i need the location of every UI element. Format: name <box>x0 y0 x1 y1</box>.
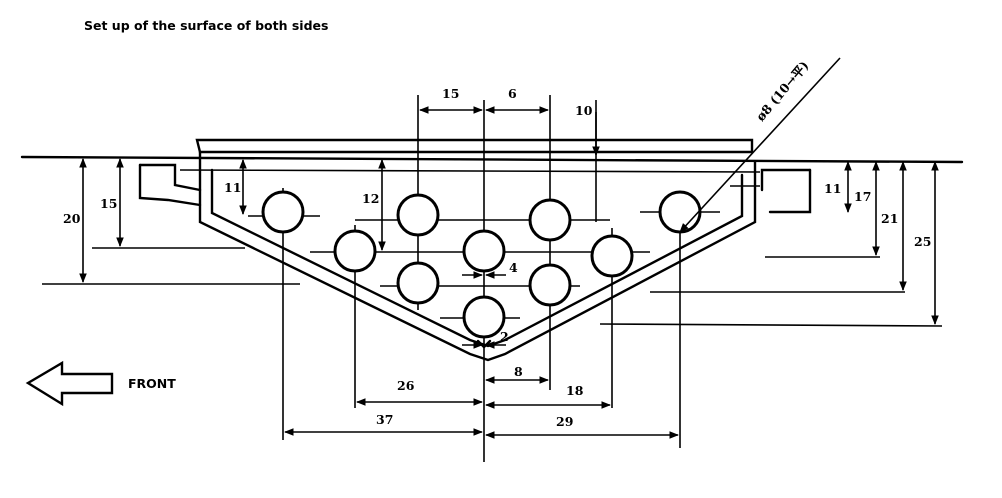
hole-lower-right <box>528 263 572 307</box>
dim-bottom-37: 37 <box>376 412 393 427</box>
dim-left-20: 20 <box>63 211 81 226</box>
hole-right-top <box>658 190 702 234</box>
dim-left-15: 15 <box>100 196 117 211</box>
hole-upper-right <box>528 198 572 242</box>
dim-left-12: 12 <box>362 191 379 206</box>
dim-bottom-18: 18 <box>566 383 584 398</box>
dim-left-11: 11 <box>224 180 241 195</box>
dim-center-2: 2 <box>500 329 509 344</box>
dim-center-4: 4 <box>509 260 518 275</box>
dim-bottom-26: 26 <box>397 378 415 393</box>
front-arrow: FRONT <box>25 360 176 407</box>
hole-bottom <box>462 295 506 339</box>
dim-top-6: 6 <box>508 86 517 101</box>
hole-callout: ø8 (10→平) <box>753 58 812 124</box>
hole-right-mid <box>590 234 634 278</box>
front-label: FRONT <box>128 376 176 391</box>
dimension-lines <box>79 57 939 439</box>
dim-top-10: 10 <box>575 103 593 118</box>
reference-lines <box>20 155 964 327</box>
bracket-outline <box>138 138 812 362</box>
hole-lower-left <box>396 261 440 305</box>
diagram-title: Set up of the surface of both sides <box>84 18 329 33</box>
dim-right-21: 21 <box>881 211 898 226</box>
dim-top-15: 15 <box>442 86 459 101</box>
hole-left-mid <box>333 229 377 273</box>
dim-right-25: 25 <box>914 234 931 249</box>
dim-right-17: 17 <box>854 189 871 204</box>
hole-left-top <box>261 190 305 234</box>
dim-bottom-8: 8 <box>514 364 523 379</box>
hole-upper-left <box>396 193 440 237</box>
dim-right-11: 11 <box>824 181 841 196</box>
hole-center-upper <box>462 229 506 273</box>
dim-bottom-29: 29 <box>556 414 573 429</box>
